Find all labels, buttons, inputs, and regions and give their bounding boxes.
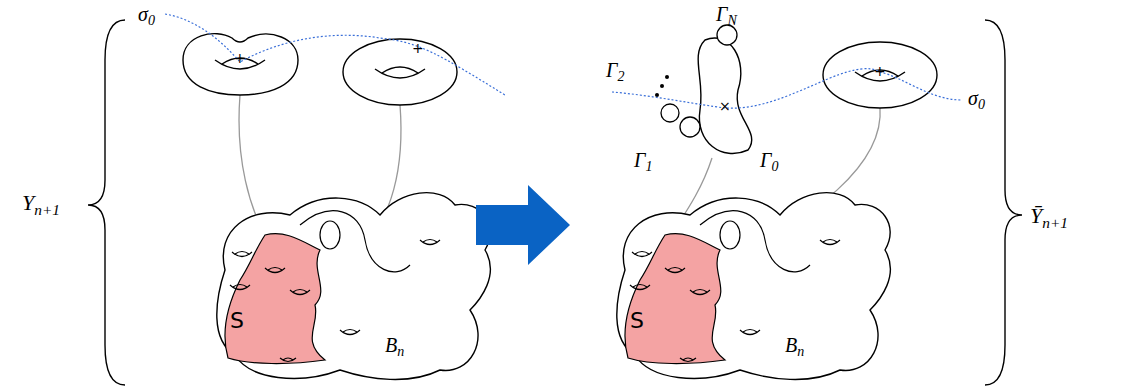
math-label: σ0 (968, 88, 985, 112)
component-label: Γ2 (606, 60, 624, 84)
component-label: Γ1 (634, 150, 652, 174)
space-label: Yn+1 (22, 192, 60, 217)
space-label: Ȳn+1 (1030, 205, 1068, 230)
space-label: Bn (785, 335, 804, 359)
cross-mark: × (719, 99, 731, 113)
plus-mark: + (234, 51, 246, 65)
math-label: σ0 (138, 4, 155, 28)
component-label: Γ0 (760, 150, 778, 174)
space-label: Bn (385, 335, 404, 359)
surface-label: S (230, 310, 244, 332)
component-label: ΓN (716, 4, 737, 28)
plus-mark: + (874, 64, 886, 78)
plus-mark: + (412, 41, 424, 55)
surface-label: S (630, 310, 644, 332)
